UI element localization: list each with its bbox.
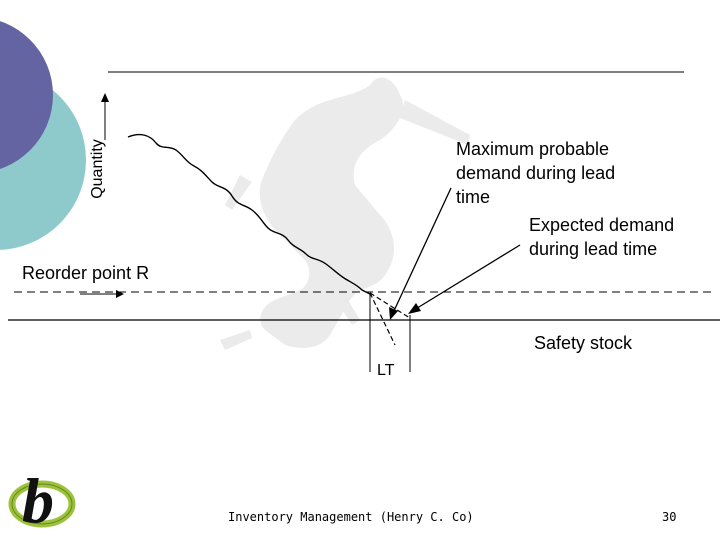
y-axis-label: Quantity (89, 139, 106, 199)
y-axis-arrow (101, 93, 109, 140)
corner-purple-circle (0, 21, 53, 169)
max-demand-arrow (389, 187, 452, 320)
reorder-point-label: Reorder point R (22, 263, 150, 283)
expected-demand-arrow (408, 244, 521, 314)
expected-demand-label-line-1: Expected demand (529, 215, 675, 235)
max-demand-label: Maximum probable demand during lead time (456, 137, 676, 209)
safety-stock-label: Safety stock (534, 333, 633, 353)
page-number: 30 (662, 510, 677, 524)
horse-watermark-icon (220, 77, 470, 350)
b-logo-icon: b (8, 465, 76, 536)
lead-time-label: LT (377, 362, 395, 379)
max-demand-label-line-2: demand during lead (456, 163, 616, 183)
expected-demand-label-line-2: during lead time (529, 239, 658, 259)
demand-curve (127, 133, 371, 295)
max-demand-label-line-1: Maximum probable (456, 139, 610, 159)
max-demand-label-line-3: time (456, 187, 491, 207)
reorder-point-arrow (80, 290, 124, 298)
max-demand-dashed-line (369, 292, 396, 346)
footer-title: Inventory Management (Henry C. Co) (228, 510, 474, 524)
lead-time-bracket (369, 293, 411, 372)
expected-demand-label: Expected demand during lead time (529, 213, 714, 261)
svg-text:b: b (22, 465, 54, 536)
